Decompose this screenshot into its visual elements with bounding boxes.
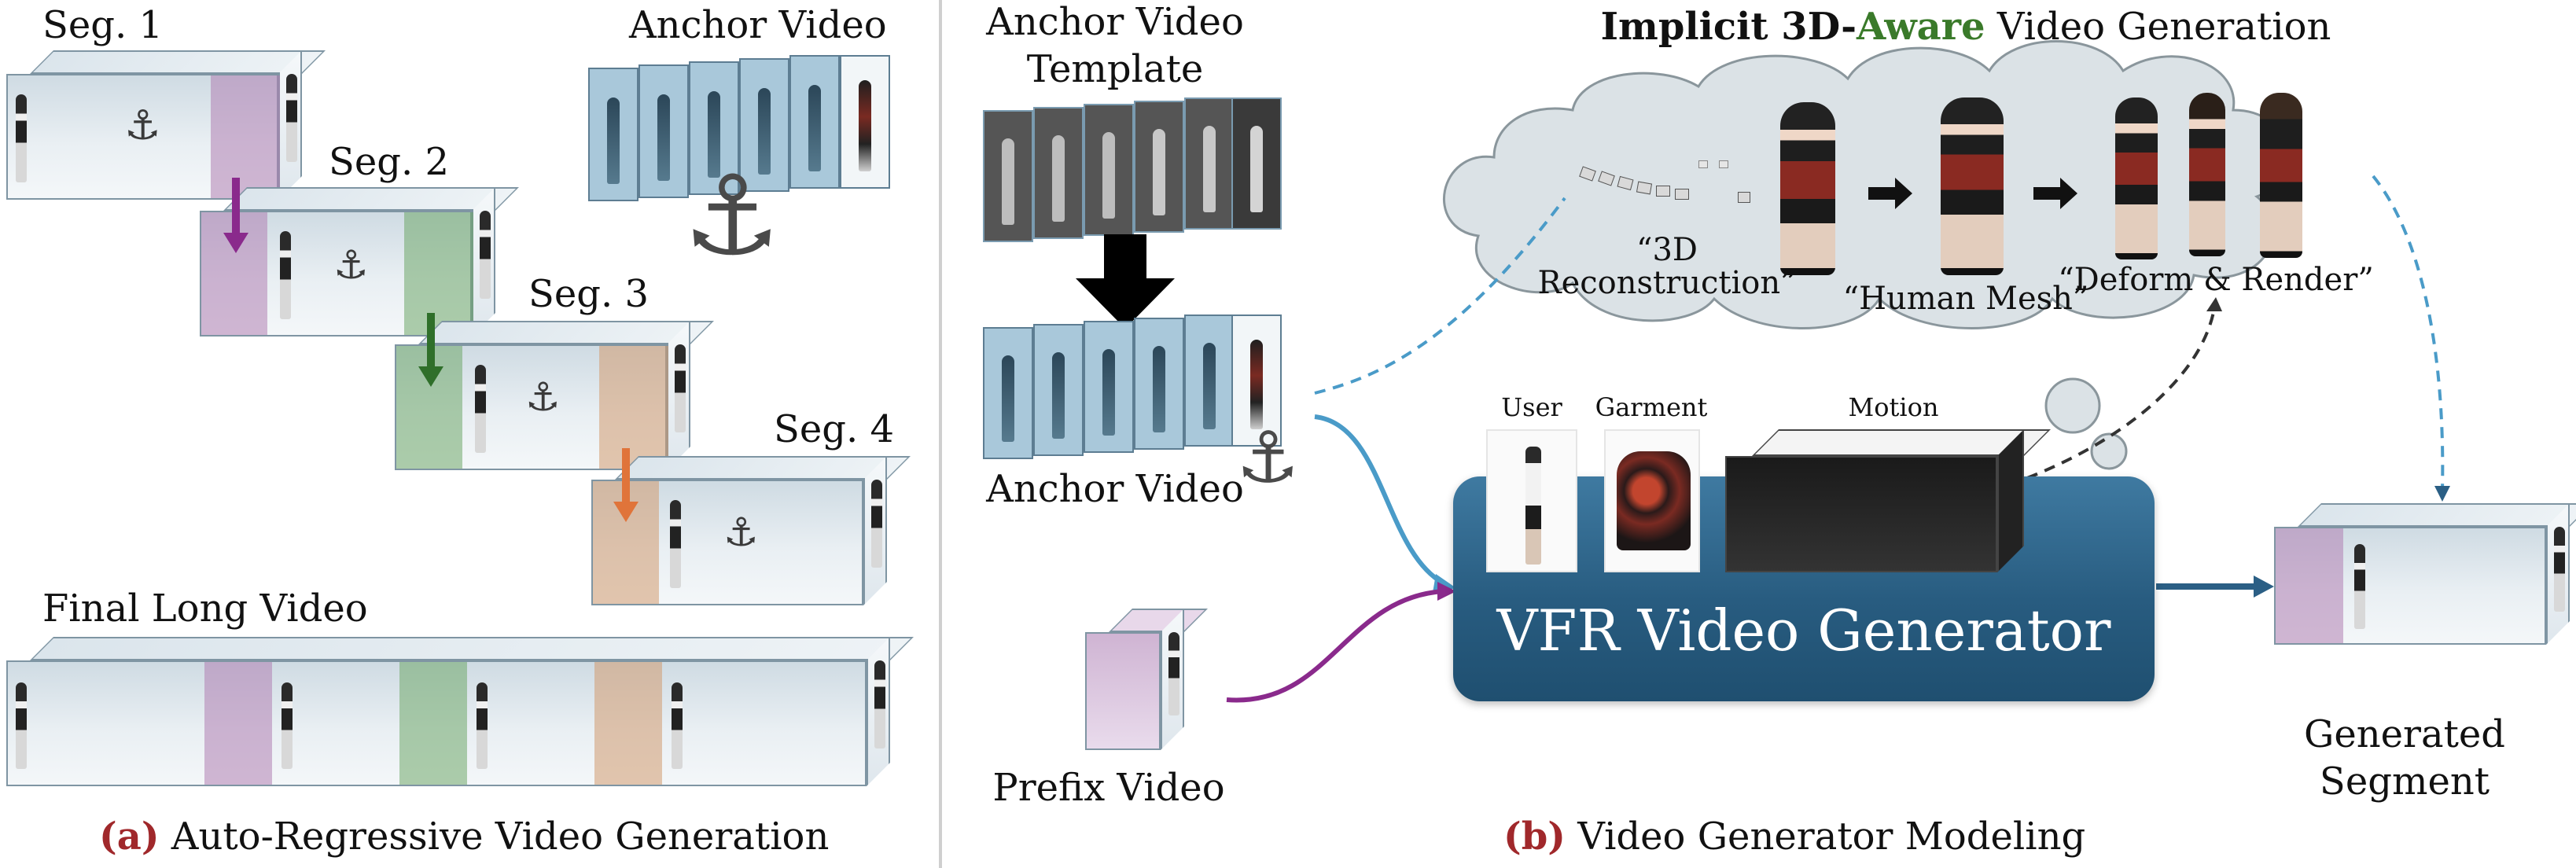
rendered-person-front bbox=[2115, 97, 2158, 259]
purple-overlap-band bbox=[204, 662, 272, 785]
rendered-person-back bbox=[2260, 93, 2302, 258]
user-image bbox=[1486, 429, 1577, 572]
seg3-label: Seg. 3 bbox=[528, 272, 650, 316]
caption-a-text: Auto-Regressive Video Generation bbox=[171, 815, 830, 859]
segment-2-box: ⚓ bbox=[200, 187, 519, 337]
thought-bubble-icon bbox=[2090, 432, 2128, 470]
anchor-video-label-right: Anchor Video bbox=[986, 467, 1244, 511]
prefix-video-label: Prefix Video bbox=[992, 766, 1225, 810]
person-figure bbox=[2354, 544, 2365, 629]
down-arrow-icon bbox=[613, 448, 638, 522]
person-figure bbox=[16, 682, 27, 769]
cloud-title-part1: Implicit 3D- bbox=[1600, 5, 1857, 49]
person-figure bbox=[871, 480, 882, 568]
generated-line2: Segment bbox=[2319, 760, 2490, 804]
person-figure bbox=[286, 74, 297, 162]
motion-video-box bbox=[1725, 429, 2051, 572]
green-overlap-band bbox=[404, 212, 473, 335]
anchor-template-line1: Anchor Video bbox=[986, 0, 1244, 44]
anchor-video-stack-left bbox=[588, 55, 890, 204]
green-overlap-band bbox=[399, 662, 467, 785]
anchor-icon: ⚓ bbox=[683, 153, 782, 281]
person-figure bbox=[475, 365, 486, 453]
person-figure bbox=[2554, 527, 2565, 612]
anchor-icon: ⚓ bbox=[333, 242, 369, 288]
anchor-icon: ⚓ bbox=[723, 509, 759, 555]
seg1-label: Seg. 1 bbox=[42, 3, 164, 47]
down-arrow-icon bbox=[223, 178, 248, 253]
person-figure bbox=[874, 660, 885, 748]
anchor-video-stack-right bbox=[983, 314, 1282, 461]
cloud-title: Implicit 3D-Aware Video Generation bbox=[1601, 8, 2331, 46]
reconstructed-person bbox=[1780, 102, 1835, 275]
orange-overlap-band bbox=[594, 662, 662, 785]
human-mesh-label: “Human Mesh” bbox=[1842, 281, 2089, 317]
segment-4-box: ⚓ bbox=[591, 456, 911, 605]
segment-3-box: ⚓ bbox=[395, 321, 714, 470]
motion-label: Motion bbox=[1848, 392, 1939, 422]
final-long-video-label: Final Long Video bbox=[42, 587, 368, 631]
generator-label: VFR Video Generator bbox=[1496, 598, 2111, 664]
thought-bubble-icon bbox=[2044, 377, 2101, 434]
anchor-video-label: Anchor Video bbox=[629, 3, 887, 47]
person-figure bbox=[675, 344, 686, 432]
segment-1-box: ⚓ bbox=[6, 50, 326, 200]
anchor-icon: ⚓ bbox=[124, 102, 161, 149]
person-figure bbox=[480, 211, 491, 299]
prefix-video-box bbox=[1085, 609, 1208, 750]
person-figure bbox=[16, 94, 27, 182]
seg2-label: Seg. 2 bbox=[329, 140, 450, 184]
person-figure bbox=[282, 682, 293, 769]
anchor-icon: ⚓ bbox=[1236, 417, 1300, 499]
anchor-template-stack bbox=[983, 97, 1282, 244]
person-figure bbox=[1525, 447, 1541, 565]
final-long-video-box bbox=[6, 637, 914, 786]
seg4-label: Seg. 4 bbox=[774, 407, 895, 451]
down-arrow-icon bbox=[1076, 234, 1175, 329]
camera-array bbox=[1579, 160, 1754, 215]
cloud-title-part2: Aware bbox=[1857, 5, 1985, 49]
generated-segment-box bbox=[2274, 503, 2576, 645]
recon-line1: “3D bbox=[1636, 232, 1698, 268]
person-figure bbox=[672, 682, 683, 769]
garment-image bbox=[1604, 429, 1700, 572]
cloud-title-part3: Video Generation bbox=[1985, 5, 2331, 49]
recon-line2: Reconstruction” bbox=[1537, 265, 1797, 301]
generated-line1: Generated bbox=[2303, 712, 2506, 756]
down-arrow-icon bbox=[418, 313, 443, 387]
person-figure bbox=[280, 231, 291, 319]
purple-overlap-band bbox=[211, 75, 280, 198]
caption-a: (a) Auto-Regressive Video Generation bbox=[99, 818, 829, 855]
person-figure bbox=[1168, 632, 1179, 715]
human-mesh-figure bbox=[1941, 97, 2004, 275]
purple-overlap-band bbox=[2276, 528, 2343, 643]
caption-b-text: Video Generator Modeling bbox=[1577, 815, 2086, 859]
user-label: User bbox=[1501, 392, 1562, 422]
garment-label: Garment bbox=[1595, 392, 1708, 422]
panel-divider bbox=[939, 0, 942, 868]
hoodie-garment bbox=[1617, 451, 1691, 550]
caption-b: (b) Video Generator Modeling bbox=[1503, 818, 2085, 855]
anchor-icon: ⚓ bbox=[525, 374, 561, 420]
orange-overlap-band bbox=[599, 346, 668, 469]
person-figure bbox=[477, 682, 488, 769]
caption-a-prefix: (a) bbox=[99, 815, 160, 859]
anchor-template-line2: Template bbox=[1026, 47, 1204, 91]
caption-b-prefix: (b) bbox=[1503, 815, 1566, 859]
deform-render-label: “Deform & Render” bbox=[2058, 262, 2374, 298]
person-figure bbox=[670, 500, 681, 588]
rendered-person-side bbox=[2189, 93, 2225, 256]
